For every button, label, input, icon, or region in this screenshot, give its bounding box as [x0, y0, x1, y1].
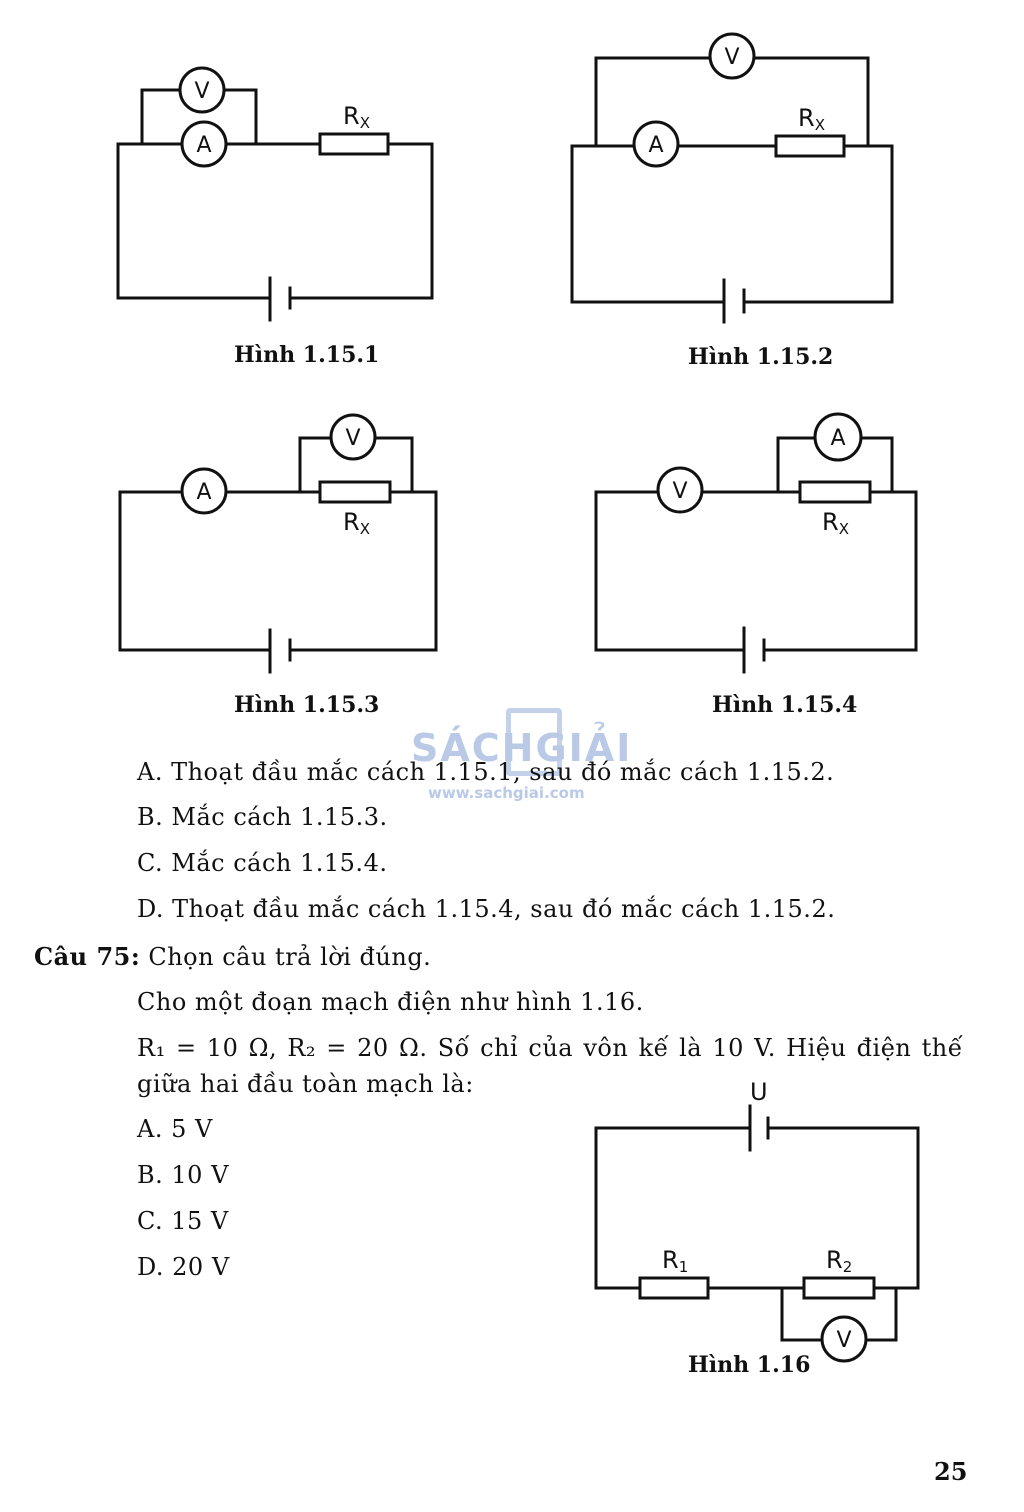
resistor-label: RX — [343, 508, 370, 538]
figure-caption: Hình 1.16 — [688, 1352, 811, 1378]
ammeter-label: A — [830, 426, 845, 451]
q75-line-2: R₁ = 10 Ω, R₂ = 20 Ω. Số chỉ của vôn kế … — [137, 1034, 963, 1062]
figure-1-15-4-circuit: V A RX — [594, 412, 918, 674]
resistor-rx-2 — [774, 134, 846, 158]
voltmeter-2 — [708, 32, 756, 80]
figure-caption: Hình 1.15.3 — [234, 692, 380, 718]
page-number: 25 — [934, 1457, 968, 1486]
r1-label: R1 — [662, 1246, 688, 1276]
voltmeter-label: V — [724, 45, 739, 70]
watermark-title: SÁCHGIẢI — [411, 726, 633, 770]
r2-label: R2 — [826, 1246, 852, 1276]
q74-option-d: D. Thoạt đầu mắc cách 1.15.4, sau đó mắc… — [137, 895, 836, 923]
ammeter-label: A — [196, 480, 211, 505]
ammeter-label: A — [196, 133, 211, 158]
q75-line-3: giữa hai đầu toàn mạch là: — [137, 1070, 474, 1098]
q74-option-b: B. Mắc cách 1.15.3. — [137, 803, 388, 831]
ammeter-1 — [180, 120, 228, 168]
q75-option-b: B. 10 V — [137, 1161, 229, 1189]
figure-1-15-1-circuit: V A RX — [116, 66, 434, 322]
watermark-url: www.sachgiai.com — [428, 784, 585, 802]
q75-option-a: A. 5 V — [137, 1115, 213, 1143]
q74-option-c: C. Mắc cách 1.15.4. — [137, 849, 388, 877]
resistor-label: RX — [798, 104, 825, 134]
voltmeter-label: V — [836, 1328, 851, 1353]
q75-option-d: D. 20 V — [137, 1253, 230, 1281]
resistor-label: RX — [822, 508, 849, 538]
resistor-rx-1 — [318, 132, 390, 156]
ammeter-label: A — [648, 133, 663, 158]
resistor-label: RX — [343, 102, 370, 132]
q74-option-a: A. Thoạt đầu mắc cách 1.15.1, sau đó mắc… — [137, 758, 835, 786]
q75-header: Câu 75: Chọn câu trả lời đúng. — [34, 942, 431, 971]
figure-caption: Hình 1.15.2 — [688, 344, 834, 370]
voltmeter-label: V — [194, 79, 209, 104]
q75-line-1: Cho một đoạn mạch điện như hình 1.16. — [137, 988, 644, 1016]
resistor-rx-3 — [318, 480, 392, 504]
ammeter-4 — [813, 412, 863, 462]
voltmeter-label: V — [345, 426, 360, 451]
figure-1-16-circuit: V U R1 R2 — [594, 1078, 920, 1363]
watermark-logo-frame — [506, 708, 562, 776]
voltmeter-5 — [820, 1315, 868, 1363]
resistor-r2 — [802, 1276, 876, 1300]
ammeter-3 — [180, 467, 228, 515]
figure-caption: Hình 1.15.1 — [234, 342, 380, 368]
voltage-source-label: U — [750, 1078, 768, 1106]
resistor-rx-4 — [798, 480, 872, 504]
q75-option-c: C. 15 V — [137, 1207, 229, 1235]
voltmeter-3 — [329, 413, 377, 461]
figure-1-15-2-circuit: V A RX — [570, 32, 894, 324]
question-label: Câu 75: — [34, 942, 141, 971]
ammeter-2 — [632, 120, 680, 168]
figure-caption: Hình 1.15.4 — [712, 692, 858, 718]
figure-1-15-3-circuit: V A RX — [118, 413, 438, 674]
voltmeter-1 — [178, 66, 226, 114]
question-prompt: Chọn câu trả lời đúng. — [148, 943, 432, 971]
voltmeter-label: V — [672, 479, 687, 504]
resistor-r1 — [638, 1276, 710, 1300]
voltmeter-4 — [656, 466, 704, 514]
